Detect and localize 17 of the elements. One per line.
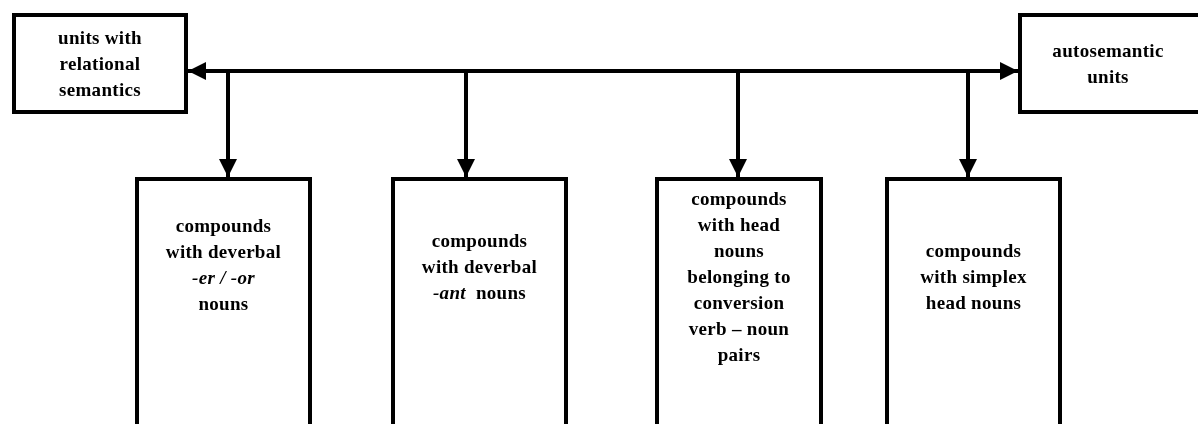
box-label: autosemantic units bbox=[1051, 38, 1165, 89]
arrow bbox=[188, 62, 1018, 80]
arrow bbox=[729, 71, 747, 177]
box-label: units with relational semantics bbox=[57, 25, 143, 102]
text-box bbox=[885, 177, 1062, 424]
box-label: compounds with simplex head nouns bbox=[919, 239, 1028, 315]
box-label: compounds with head nouns belonging to conversion verb – noun pairs bbox=[686, 187, 792, 367]
arrow bbox=[959, 71, 977, 177]
arrow bbox=[457, 71, 475, 177]
text-box bbox=[1018, 13, 1198, 114]
box-label: compounds with deverbal -er / -or nouns bbox=[165, 214, 282, 316]
box-label: compounds with deverbal -ant nouns bbox=[420, 229, 539, 305]
arrow bbox=[219, 71, 237, 177]
text-box bbox=[655, 177, 823, 424]
text-box bbox=[12, 13, 188, 114]
text-box bbox=[135, 177, 312, 424]
text-box bbox=[391, 177, 568, 424]
